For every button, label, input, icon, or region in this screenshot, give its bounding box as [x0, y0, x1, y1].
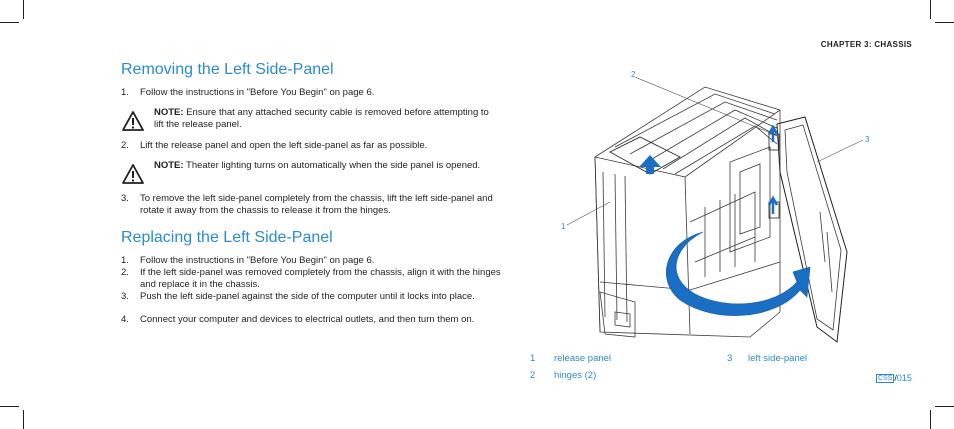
brand-logo: CSS	[876, 374, 895, 383]
note-label: NOTE:	[154, 160, 184, 171]
step-text: If the left side-panel was removed compl…	[140, 267, 501, 290]
step-text: Follow the instructions in "Before You B…	[140, 87, 375, 98]
step-number: 3.	[121, 193, 129, 204]
step-number: 2.	[121, 267, 129, 278]
step-number: 3.	[121, 291, 129, 302]
note-text: Ensure that any attached security cable …	[154, 107, 489, 130]
crop-mark	[930, 410, 931, 429]
step-number: 1.	[121, 87, 129, 98]
crop-mark	[0, 22, 19, 23]
callout-label: 2	[631, 70, 636, 79]
crop-mark	[930, 0, 931, 19]
legend-number: 3	[727, 353, 733, 364]
note: NOTE: Ensure that any attached security …	[154, 107, 494, 130]
chassis-illustration	[566, 76, 864, 343]
step-text: Lift the release panel and open the left…	[140, 140, 428, 151]
page-number-value: 015	[896, 373, 912, 383]
section-title-replacing: Replacing the Left Side-Panel	[121, 229, 333, 246]
legend-number: 1	[530, 353, 536, 364]
legend-label: release panel	[554, 353, 612, 364]
section-title-removing: Removing the Left Side-Panel	[121, 61, 334, 78]
callout-label: 1	[561, 222, 566, 231]
warning-icon	[122, 111, 144, 131]
note-label: NOTE:	[154, 107, 184, 118]
note: NOTE: Theater lighting turns on automati…	[154, 160, 494, 172]
warning-icon	[122, 164, 144, 184]
crop-mark	[23, 0, 24, 19]
step-number: 1.	[121, 255, 129, 266]
step-number: 4.	[121, 314, 129, 325]
callout-label: 3	[865, 135, 870, 144]
step-text: Push the left side-panel against the sid…	[140, 291, 475, 302]
crop-mark	[935, 22, 954, 23]
note-text: Theater lighting turns on automatically …	[183, 160, 481, 171]
page-number: CSS/015	[876, 373, 912, 383]
page-separator: /	[894, 373, 897, 383]
legend-label: left side-panel	[748, 353, 808, 364]
crop-mark	[23, 410, 24, 429]
step-text: Connect your computer and devices to ele…	[140, 314, 475, 325]
legend-number: 2	[530, 370, 536, 381]
crop-mark	[935, 406, 954, 407]
step-text: Follow the instructions in "Before You B…	[140, 255, 375, 266]
step-text: To remove the left side-panel completely…	[140, 193, 493, 216]
step-number: 2.	[121, 140, 129, 151]
chapter-header: CHAPTER 3: CHASSIS	[820, 40, 912, 49]
crop-mark	[0, 406, 19, 407]
legend-label: hinges (2)	[554, 370, 597, 381]
